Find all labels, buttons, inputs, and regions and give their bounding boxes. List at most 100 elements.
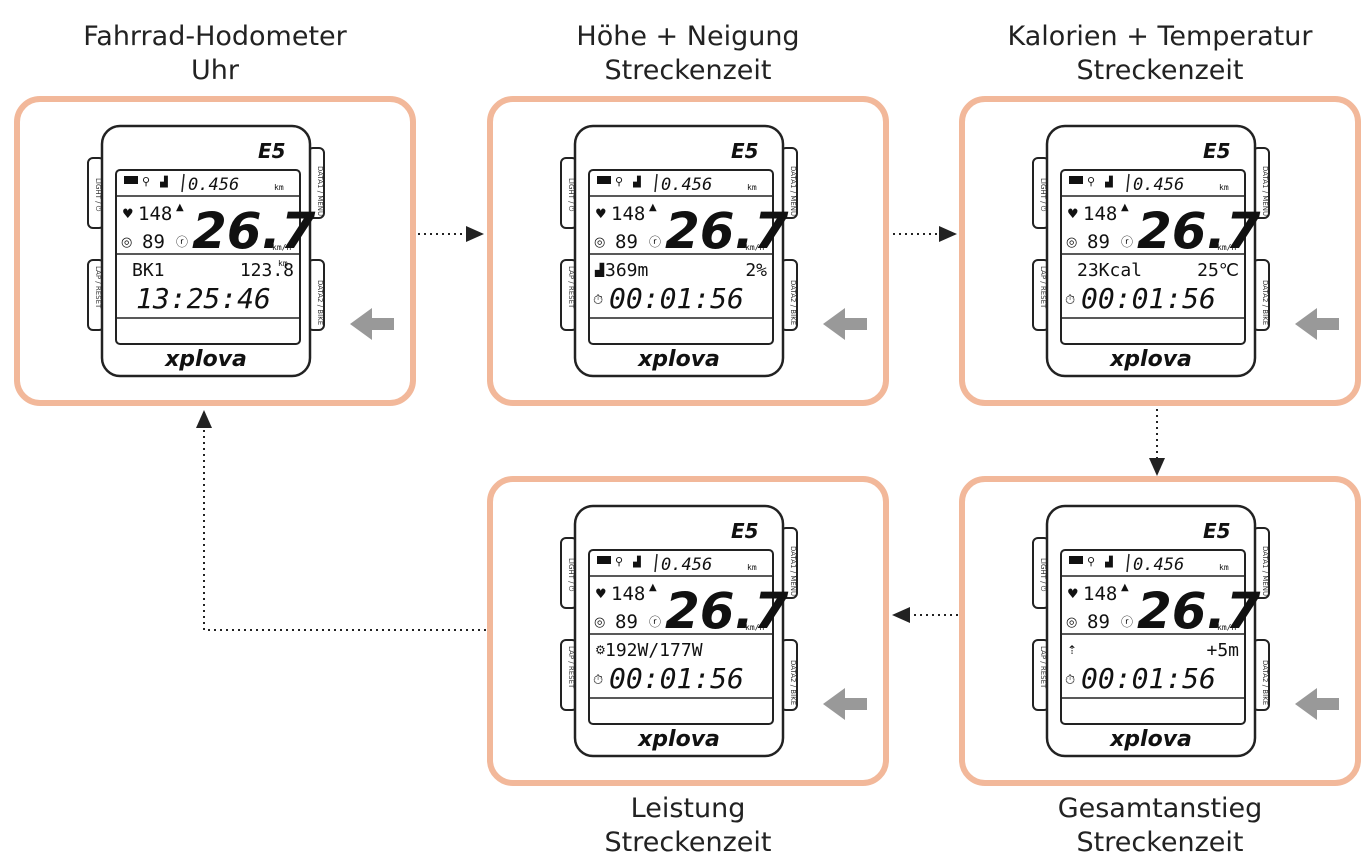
- distance-value: 0.456: [188, 175, 239, 195]
- button-press-arrow: [1295, 308, 1339, 340]
- battery-icon: [124, 176, 138, 184]
- caption-line-1: Leistung: [630, 793, 746, 824]
- signal-icon: ▟: [1104, 175, 1113, 188]
- stopwatch-icon: ⏱: [593, 293, 603, 308]
- cadence-icon: ◎: [1066, 235, 1077, 250]
- button-press-arrow: [1295, 688, 1339, 720]
- side-label-left-top: LIGHT / ⏻: [567, 558, 575, 592]
- heart-rate-value: 148: [611, 583, 645, 605]
- bike-computer-device: LIGHT / ⏻ LAP / RESET DATA1 / MENU DATA2…: [1032, 124, 1339, 378]
- cadence-icon: ◎: [594, 235, 605, 250]
- speed-unit: km/h: [272, 243, 291, 252]
- battery-icon: [597, 556, 611, 564]
- button-press-arrow: [823, 688, 867, 720]
- cadence-unit-icon: ⓡ: [649, 235, 661, 249]
- heart-rate-value: 148: [1083, 583, 1117, 605]
- distance-unit: km: [747, 563, 757, 572]
- heart-rate-value: 148: [611, 203, 645, 225]
- mode-panel-1: LIGHT / ⏻ LAP / RESET DATA1 / MENU DATA2…: [14, 21, 416, 406]
- button-press-arrow: [350, 308, 394, 340]
- model-logo: E5: [1203, 139, 1231, 163]
- brand-logo: xplova: [164, 347, 247, 372]
- mode-panel-4: LIGHT / ⏻ LAP / RESET DATA1 / MENU DATA2…: [959, 476, 1361, 858]
- side-label-left-top: LIGHT / ⏻: [1039, 178, 1047, 212]
- cadence-unit-icon: ⓡ: [1121, 235, 1133, 249]
- model-logo: E5: [1203, 519, 1231, 543]
- lcd-screen: [588, 169, 774, 345]
- cadence-value: 89: [1087, 611, 1110, 633]
- brand-logo: xplova: [1109, 727, 1192, 752]
- stopwatch-icon: ⏱: [593, 673, 603, 688]
- brand-logo: xplova: [637, 347, 720, 372]
- speed-value: 26.7: [665, 202, 789, 260]
- distance-value: 0.456: [661, 175, 712, 195]
- caption-line-1: Kalorien + Temperatur: [1007, 21, 1313, 52]
- panel-caption: Kalorien + Temperatur Streckenzeit: [959, 20, 1361, 88]
- brand-logo: xplova: [1109, 347, 1192, 372]
- caption-line-2: Streckenzeit: [604, 55, 772, 86]
- data-field-1-left: BK1: [132, 260, 165, 281]
- caption-line-1: Fahrrad-Hodometer: [83, 21, 347, 52]
- status-divider: [654, 173, 658, 193]
- bike-icon: ⚲: [1087, 555, 1095, 568]
- caption-line-2: Uhr: [191, 55, 239, 86]
- side-label-left-bottom: LAP / RESET: [1039, 266, 1047, 309]
- side-label-left-top: LIGHT / ⏻: [567, 178, 575, 212]
- data-field-2: 00:01:56: [1081, 282, 1216, 315]
- battery-icon: [1069, 556, 1083, 564]
- side-label-right-bottom: DATA2 / BIKE: [316, 280, 324, 325]
- data-field-2: 00:01:56: [609, 662, 744, 695]
- data-field-2: 00:01:56: [1081, 662, 1216, 695]
- status-divider: [654, 553, 658, 573]
- up-arrow-icon: ▲: [1121, 202, 1129, 213]
- bike-computer-device: LIGHT / ⏻ LAP / RESET DATA1 / MENU DATA2…: [560, 124, 867, 378]
- data-field-2: 13:25:46: [136, 282, 271, 315]
- side-label-right-bottom: DATA2 / BIKE: [789, 280, 797, 325]
- distance-unit: km: [1219, 183, 1229, 192]
- speed-value: 26.7: [1137, 202, 1261, 260]
- side-label-right-bottom: DATA2 / BIKE: [1261, 280, 1269, 325]
- distance-value: 0.456: [1133, 175, 1184, 195]
- heart-icon: ♥: [1067, 207, 1079, 222]
- button-press-arrow: [823, 308, 867, 340]
- cadence-value: 89: [615, 611, 638, 633]
- cadence-unit-icon: ⓡ: [176, 235, 188, 249]
- lcd-screen: [115, 169, 301, 345]
- mode-panel-5: LIGHT / ⏻ LAP / RESET DATA1 / MENU DATA2…: [487, 476, 889, 858]
- distance-unit: km: [274, 183, 284, 192]
- panel-caption: Fahrrad-Hodometer Uhr: [14, 20, 416, 88]
- distance-unit: km: [747, 183, 757, 192]
- signal-icon: ▟: [632, 555, 641, 568]
- cadence-value: 89: [1087, 231, 1110, 253]
- bike-icon: ⚲: [1087, 175, 1095, 188]
- heart-rate-value: 148: [138, 203, 172, 225]
- speed-value: 26.7: [192, 202, 316, 260]
- status-divider: [1126, 173, 1130, 193]
- data-field-1-right: 25℃: [1197, 260, 1239, 281]
- mode-panel-2: LIGHT / ⏻ LAP / RESET DATA1 / MENU DATA2…: [487, 21, 889, 406]
- side-label-right-bottom: DATA2 / BIKE: [1261, 660, 1269, 705]
- heart-rate-value: 148: [1083, 203, 1117, 225]
- lcd-screen: [1060, 549, 1246, 725]
- cadence-value: 89: [142, 231, 165, 253]
- speed-unit: km/h: [1217, 623, 1236, 632]
- lcd-screen: [588, 549, 774, 725]
- data-field-2: 00:01:56: [609, 282, 744, 315]
- up-arrow-icon: ▲: [176, 202, 184, 213]
- speed-unit: km/h: [1217, 243, 1236, 252]
- data-field-1-right: 123.8: [240, 260, 294, 281]
- data-field-1-left: 369m: [605, 260, 648, 281]
- caption-line-2: Streckenzeit: [1076, 55, 1244, 86]
- up-arrow-icon: ▲: [649, 202, 657, 213]
- caption-line-1: Gesamtanstieg: [1057, 793, 1263, 824]
- side-label-left-top: LIGHT / ⏻: [1039, 558, 1047, 592]
- bike-computer-device: LIGHT / ⏻ LAP / RESET DATA1 / MENU DATA2…: [87, 124, 394, 378]
- heart-icon: ♥: [1067, 587, 1079, 602]
- cadence-unit-icon: ⓡ: [649, 615, 661, 629]
- side-label-right-top: DATA1 / MENU: [789, 546, 797, 596]
- side-label-left-bottom: LAP / RESET: [1039, 646, 1047, 689]
- flow-arrow-5-to-1: [196, 410, 486, 631]
- power-icon: ⚙: [595, 643, 606, 657]
- side-label-right-bottom: DATA2 / BIKE: [789, 660, 797, 705]
- model-logo: E5: [258, 139, 286, 163]
